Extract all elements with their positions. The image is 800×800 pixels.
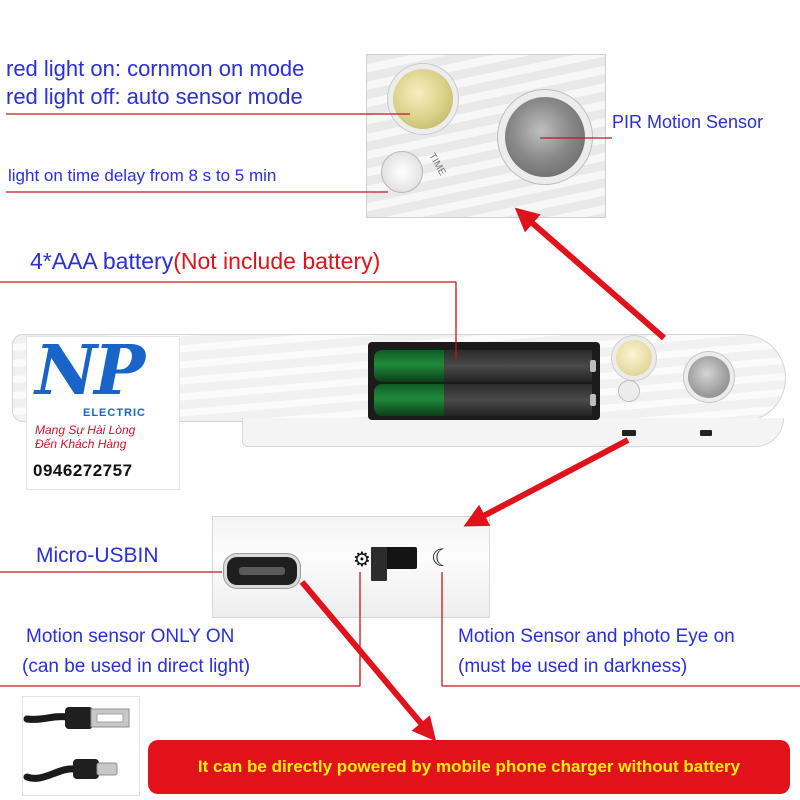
top-panel-closeup: TIME [366,54,606,218]
logo-slogan: Mang Sự Hài Lòng Đến Khách Hàng [35,423,135,451]
micro-usb-port [227,557,297,585]
logo-sub: ELECTRIC [83,407,146,419]
mode-slide-knob [371,547,387,581]
pir-sensor-label: PIR Motion Sensor [612,112,764,132]
battery-compartment [368,342,600,420]
micro-usb-label: Micro-USBIN [36,544,159,567]
pir-sensor-dome [505,97,585,177]
battery-label: 4*AAA battery(Not include battery) [30,248,380,275]
device-switch-mark [700,430,712,436]
mode-slide-switch [379,547,417,569]
arrow-to-top-panel [514,207,666,341]
motion-only-line2: (can be used in direct light) [22,656,251,677]
motion-photo-line1: Motion Sensor and photo Eye on [458,626,735,647]
sun-icon: ⚙ [353,549,371,571]
device-mode-lens [616,340,652,376]
time-delay-label: light on time delay from 8 s to 5 min [8,166,277,185]
logo-slogan-line1: Mang Sự Hài Lòng [35,423,136,437]
usb-cable-icon [22,696,140,796]
device-pir-dome [688,356,730,398]
arrow-to-bottom-panel [463,437,630,527]
moon-icon: ☾ [431,545,453,572]
power-banner-text: It can be directly powered by mobile pho… [197,757,741,776]
time-mark: TIME [426,151,448,178]
device-switch-mark [622,430,636,436]
np-electric-logo: NP ELECTRIC Mang Sự Hài Lòng Đến Khách H… [26,336,180,490]
motion-only-line1: Motion sensor ONLY ON [26,626,235,647]
motion-photo-line2: (must be used in darkness) [458,656,688,677]
red-light-on-label: red light on: cornmon on mode [6,56,305,81]
device-time-knob [618,380,640,402]
logo-slogan-line2: Đến Khách Hàng [35,437,127,451]
time-delay-knob [381,151,423,193]
battery-note-text: (Not include battery) [173,248,381,274]
battery-cell [374,350,596,382]
battery-type-text: 4*AAA battery [30,248,174,274]
red-light-off-label: red light off: auto sensor mode [6,84,303,109]
logo-brand: NP [35,331,145,411]
logo-phone: 0946272757 [33,461,133,480]
mode-indicator-lens [393,69,453,129]
bottom-panel-closeup: ⚙ ☾ [212,516,490,618]
battery-cell [374,384,596,416]
power-banner: It can be directly powered by mobile pho… [148,740,790,794]
